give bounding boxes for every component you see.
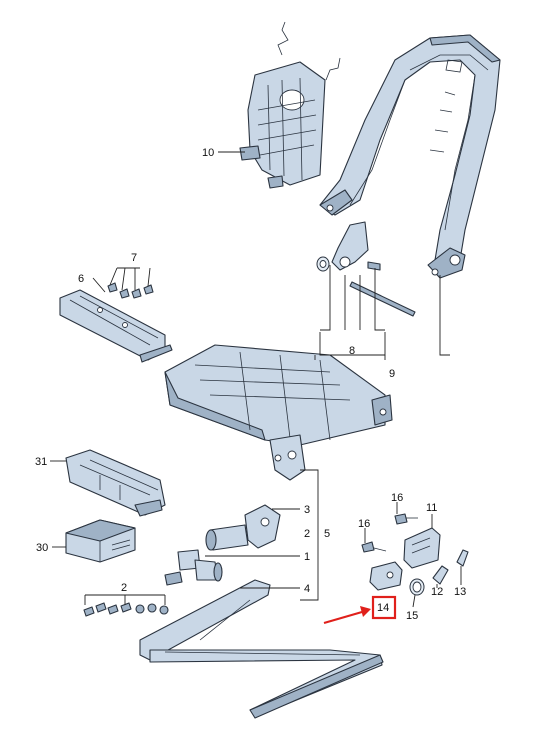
- seat-rail-part-4: [139, 579, 384, 719]
- callout-9: 9: [389, 368, 395, 380]
- part-14-arrow: [323, 610, 363, 625]
- callout-10: 10: [202, 147, 214, 159]
- callout-1: 1: [304, 551, 310, 563]
- motor-part-1: [164, 549, 223, 586]
- cap-part-13: [456, 549, 469, 567]
- switch-bracket-11: [403, 527, 441, 569]
- callout-8: 8: [349, 345, 355, 357]
- callout-6: 6: [78, 273, 84, 285]
- lumbar-support-panel: [239, 21, 341, 189]
- callout-7: 7: [131, 252, 137, 264]
- callout-16-lower: 16: [358, 518, 370, 530]
- leader-lines: [50, 151, 462, 608]
- callout-2-lower: 2: [121, 582, 127, 594]
- ring-part-15: [409, 578, 425, 596]
- callout-16-upper: 16: [391, 492, 403, 504]
- part-14-highlight: [323, 595, 397, 625]
- callout-30: 30: [36, 542, 48, 554]
- callout-5: 5: [324, 528, 330, 540]
- seat-adjuster-bracket: [59, 289, 173, 363]
- callout-11: 11: [426, 502, 437, 514]
- motor-part-3: [205, 504, 281, 551]
- seat-pan-frame: [164, 344, 393, 481]
- screw-16-upper: [394, 513, 418, 525]
- callout-12: 12: [431, 586, 443, 598]
- control-unit-30: [65, 519, 136, 563]
- callout-15: 15: [406, 610, 418, 622]
- callout-14: 14: [377, 602, 389, 614]
- callout-2-upper: 2: [304, 528, 310, 540]
- part-14-arrow-head: [360, 606, 371, 617]
- recliner-mechanism: [316, 221, 416, 317]
- switch-part-14: [369, 561, 403, 591]
- callout-13: 13: [454, 586, 466, 598]
- control-module-31: [65, 449, 166, 517]
- callout-4: 4: [304, 583, 310, 595]
- callout-labels: 10 7 6 8 9 31 3 2 5 30 1 4 2 16 11 16 12…: [35, 147, 466, 622]
- screw-16-lower: [361, 541, 387, 553]
- callout-3: 3: [304, 504, 310, 516]
- seat-back-frame: [319, 34, 501, 279]
- screws-part-7: [107, 282, 154, 299]
- callout-31: 31: [35, 456, 47, 468]
- screws-part-2: [83, 602, 169, 617]
- cap-part-12: [432, 565, 449, 585]
- part-14-highlight-box: [371, 595, 397, 620]
